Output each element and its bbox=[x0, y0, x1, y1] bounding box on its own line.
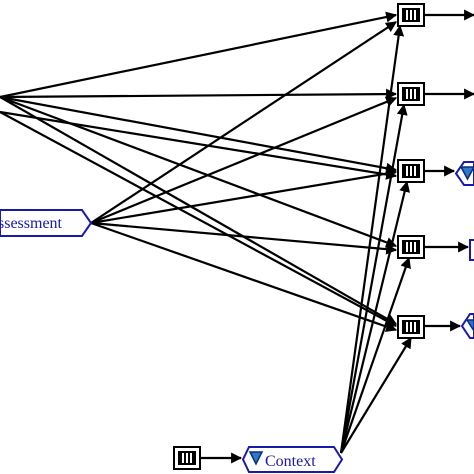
edge-arrow-1 bbox=[0, 11, 398, 99]
triangle-marker-icon-5 bbox=[465, 319, 474, 333]
triangle-marker-icon bbox=[459, 166, 474, 181]
decision-node-4[interactable] bbox=[397, 235, 425, 259]
edge-arrow-14 bbox=[339, 103, 408, 454]
context-node[interactable]: Context bbox=[241, 446, 344, 473]
edge-arrow-9 bbox=[90, 96, 398, 225]
edge-arrow-17 bbox=[340, 337, 412, 454]
decision-node-1[interactable] bbox=[397, 3, 425, 27]
context-triangle-icon bbox=[248, 451, 264, 466]
outcome-node-3[interactable] bbox=[454, 161, 474, 186]
edge-arrow-3 bbox=[0, 95, 398, 174]
decision-node-2[interactable] bbox=[397, 82, 425, 106]
edge-arrow-2 bbox=[0, 88, 398, 100]
outcome-node-5[interactable] bbox=[460, 313, 474, 339]
edges-group bbox=[0, 9, 474, 464]
edge-arrow-5 bbox=[0, 96, 397, 325]
edge-arrow-6 bbox=[0, 110, 398, 180]
decision-node-6[interactable] bbox=[173, 446, 201, 470]
edge-arrow-16 bbox=[339, 256, 411, 454]
context-label: Context bbox=[265, 453, 316, 470]
edge-arrow-13 bbox=[339, 24, 405, 454]
edge-arrow-11 bbox=[90, 221, 398, 255]
edge-arrow-7 bbox=[0, 111, 397, 327]
assessment-node[interactable]: ssessment bbox=[0, 209, 93, 237]
edge-arrow-8 bbox=[90, 21, 397, 224]
assessment-label: ssessment bbox=[0, 215, 63, 232]
edge-arrow-12 bbox=[90, 221, 398, 332]
edge-arrow-10 bbox=[90, 168, 398, 225]
edge-arrow-15 bbox=[339, 180, 411, 454]
outcome-node-4[interactable] bbox=[469, 239, 474, 261]
decision-node-3[interactable] bbox=[397, 159, 425, 183]
decision-node-5[interactable] bbox=[397, 315, 425, 339]
